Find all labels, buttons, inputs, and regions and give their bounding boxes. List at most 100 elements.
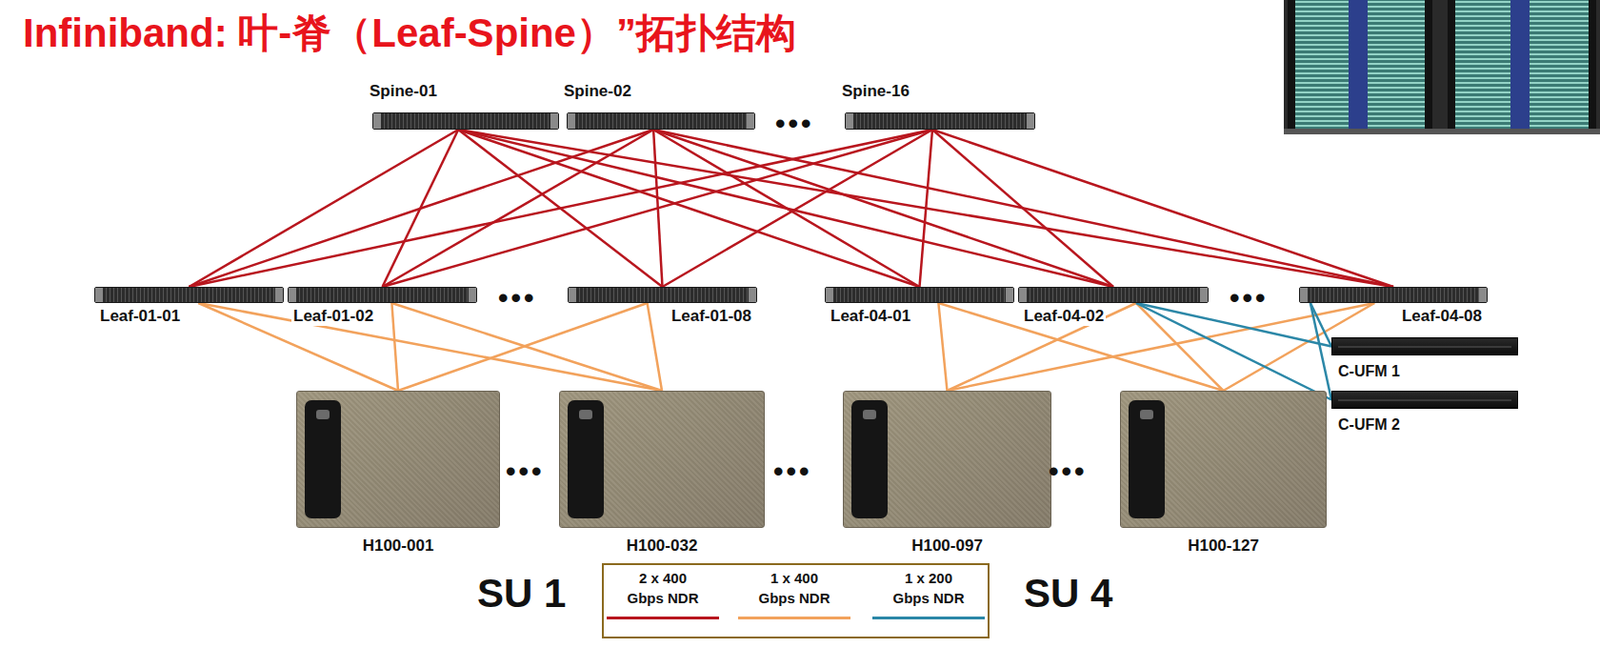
spine-leaf-link — [662, 129, 934, 287]
spine-leaf-link — [653, 129, 1394, 287]
leaf-switch: Leaf-04-02 — [1018, 286, 1209, 303]
node-label: Spine-02 — [561, 81, 634, 101]
leaf-server-link — [647, 302, 662, 391]
ellipsis: ••• — [1229, 281, 1269, 315]
logo-mark — [862, 409, 877, 420]
node-label: Leaf-01-01 — [98, 306, 182, 326]
leaf-switch: Leaf-01-08 — [567, 286, 758, 303]
h100-server: H100-001 — [296, 390, 500, 528]
h100-server: H100-127 — [1120, 390, 1327, 528]
node-label: H100-032 — [624, 536, 700, 556]
leaf-server-link — [1136, 302, 1224, 391]
server-panel — [1128, 400, 1165, 519]
unit-label: SU 4 — [1023, 571, 1113, 616]
spine-leaf-link — [932, 129, 1394, 287]
switch-ear — [567, 113, 576, 129]
spine-leaf-link — [920, 129, 934, 287]
switch-ear — [1300, 287, 1308, 302]
ellipsis: ••• — [775, 107, 815, 140]
logo-mark — [1140, 409, 1154, 420]
switch-ear — [825, 287, 834, 302]
switch-ear — [748, 287, 757, 302]
spine-switch: Spine-01 — [372, 112, 560, 130]
logo-mark — [579, 409, 593, 420]
ufm-link — [1136, 302, 1332, 400]
spine-leaf-link — [189, 129, 934, 287]
spine-leaf-link — [932, 129, 1114, 287]
legend-text: 2 x 400 Gbps NDR — [620, 567, 705, 608]
node-label: Leaf-04-02 — [1021, 306, 1106, 326]
leaf-server-link — [398, 302, 648, 391]
leaf-server-link — [198, 302, 662, 391]
switch-ear — [373, 113, 381, 129]
spine-switch: Spine-02 — [566, 112, 756, 130]
node-label: C-UFM 1 — [1336, 361, 1402, 381]
logo-mark — [316, 409, 330, 420]
node-label: Leaf-01-02 — [291, 306, 376, 326]
switch-ear — [95, 287, 103, 302]
ellipsis: ••• — [505, 455, 545, 488]
ellipsis: ••• — [773, 455, 813, 488]
leaf-server-link — [391, 302, 662, 391]
server-panel — [304, 400, 341, 519]
switch-ear — [550, 113, 559, 129]
spine-leaf-link — [382, 129, 934, 287]
spine-leaf-link — [189, 129, 655, 287]
h100-server: H100-097 — [842, 390, 1052, 528]
leaf-server-link — [391, 302, 399, 391]
switch-ear — [468, 287, 477, 302]
switch-ear — [1479, 287, 1487, 302]
node-label: H100-127 — [1185, 536, 1261, 556]
ufm-link — [1310, 302, 1332, 400]
legend-line — [738, 616, 851, 620]
title: Infiniband: 叶-脊（Leaf-Spine）”拓扑结构 — [22, 9, 797, 58]
spine-leaf-link — [653, 129, 1114, 287]
node-label: Spine-01 — [367, 81, 440, 101]
unit-label: SU 1 — [477, 571, 566, 616]
spine-leaf-link — [382, 129, 655, 287]
switch-ear — [1019, 287, 1027, 302]
node-label: Leaf-04-01 — [828, 306, 913, 326]
leaf-switch: Leaf-04-01 — [824, 286, 1015, 303]
node-label: Leaf-01-08 — [669, 306, 754, 326]
leaf-server-link — [947, 302, 1138, 391]
switch-ear — [275, 287, 283, 302]
switch-ear — [845, 113, 854, 129]
leaf-switch: Leaf-01-01 — [94, 286, 284, 303]
leaf-switch: Leaf-01-02 — [287, 286, 478, 303]
server-stripe — [1338, 345, 1512, 348]
ellipsis: ••• — [1048, 455, 1088, 488]
switch-ear — [1026, 113, 1035, 129]
spine-leaf-link — [458, 129, 1394, 287]
ellipsis: ••• — [498, 281, 538, 315]
server-panel — [851, 400, 888, 519]
leaf-server-link — [938, 302, 1223, 391]
leaf-switch: Leaf-04-08 — [1299, 286, 1488, 303]
server-stripe — [1338, 399, 1512, 401]
spine-leaf-link — [653, 129, 920, 287]
legend-line — [872, 616, 985, 620]
legend-text: 1 x 400 Gbps NDR — [752, 567, 837, 608]
switch-ear — [746, 113, 755, 129]
node-label: H100-097 — [909, 536, 985, 556]
rack-photo — [1283, 0, 1600, 135]
legend-text: 1 x 200 Gbps NDR — [886, 567, 971, 608]
switch-ear — [1200, 287, 1208, 302]
server-panel — [567, 400, 604, 519]
ufm-server: C-UFM 1 — [1331, 337, 1519, 356]
ufm-server: C-UFM 2 — [1331, 390, 1519, 409]
legend-line — [606, 616, 720, 620]
switch-ear — [1005, 287, 1014, 302]
node-label: Spine-16 — [840, 81, 912, 101]
switch-ear — [568, 287, 577, 302]
node-label: Leaf-04-08 — [1400, 306, 1484, 326]
leaf-server-link — [938, 302, 947, 391]
ufm-link — [1310, 302, 1332, 347]
leaf-server-link — [198, 302, 399, 391]
switch-ear — [288, 287, 297, 302]
spine-switch: Spine-16 — [844, 112, 1036, 130]
node-label: H100-001 — [360, 536, 437, 556]
node-label: C-UFM 2 — [1336, 415, 1402, 435]
h100-server: H100-032 — [559, 390, 765, 528]
